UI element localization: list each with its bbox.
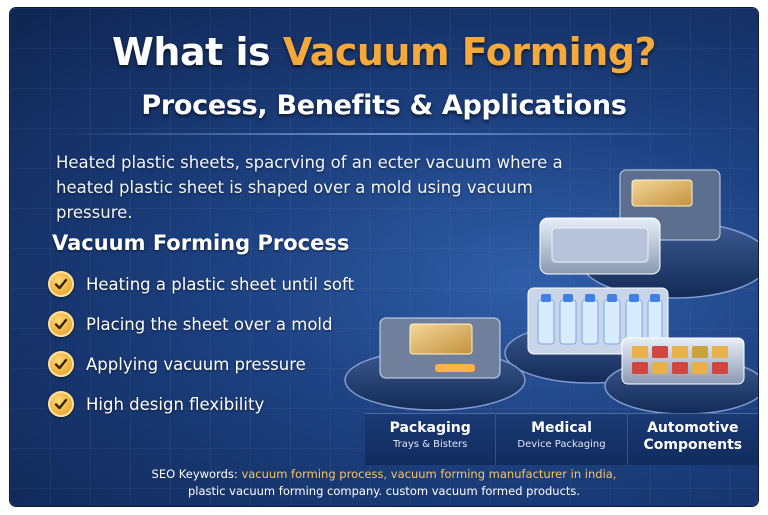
application-title: Automotive <box>647 420 739 436</box>
process-step-label: Placing the sheet over a mold <box>86 314 333 334</box>
title-divider <box>50 133 718 135</box>
application-title-line2: Components <box>643 437 743 453</box>
seo-keywords: SEO Keywords: vacuum forming process, va… <box>10 466 758 500</box>
process-step: Heating a plastic sheet until soft <box>48 264 388 304</box>
application-card-medical: Medical Device Packaging <box>496 413 628 465</box>
title-prefix: What is <box>111 30 283 74</box>
process-steps: Heating a plastic sheet until soft Placi… <box>48 264 388 424</box>
heater-glow <box>435 364 475 372</box>
seo-line-1: SEO Keywords: vacuum forming process, va… <box>10 466 758 483</box>
process-step: Placing the sheet over a mold <box>48 304 388 344</box>
check-icon <box>48 311 74 337</box>
process-step: Applying vacuum pressure <box>48 344 388 384</box>
application-title: Medical <box>531 420 592 436</box>
check-icon <box>48 391 74 417</box>
seo-label: SEO Keywords: <box>151 467 238 481</box>
process-heading: Vacuum Forming Process <box>52 231 350 255</box>
bottle-caps <box>541 294 660 302</box>
process-step: High design flexibility <box>48 384 388 424</box>
food-items <box>632 346 728 374</box>
application-cards: Packaging Trays & Bisters Medical Device… <box>365 413 758 465</box>
process-step-label: Applying vacuum pressure <box>86 354 306 374</box>
tray <box>631 179 693 207</box>
application-card-packaging: Packaging Trays & Bisters <box>365 413 497 465</box>
check-icon <box>48 271 74 297</box>
tray <box>551 227 649 263</box>
products-illustration <box>344 169 758 415</box>
application-card-automotive: Automotive Components <box>627 413 758 465</box>
page-subtitle: Process, Benefits & Applications <box>141 90 627 121</box>
tray <box>621 337 745 385</box>
seo-keywords-line1: vacuum forming process, vacuum forming m… <box>241 467 617 481</box>
intro-text: Heated plastic sheets, spacrving of an e… <box>56 153 563 222</box>
application-subtitle: Trays & Bisters <box>392 439 468 450</box>
infographic-frame: What is Vacuum Forming? Process, Benefit… <box>10 8 758 506</box>
page-title: What is Vacuum Forming? <box>10 30 758 74</box>
check-icon <box>48 351 74 377</box>
title-accent: Vacuum Forming? <box>282 30 657 74</box>
tray <box>409 323 473 355</box>
process-step-label: High design flexibility <box>86 394 265 414</box>
bottles <box>537 299 663 345</box>
process-step-label: Heating a plastic sheet until soft <box>86 274 354 294</box>
application-title: Packaging <box>389 420 471 436</box>
seo-line-2: plastic vacuum forming company. custom v… <box>187 484 581 498</box>
application-subtitle: Device Packaging <box>517 439 606 450</box>
